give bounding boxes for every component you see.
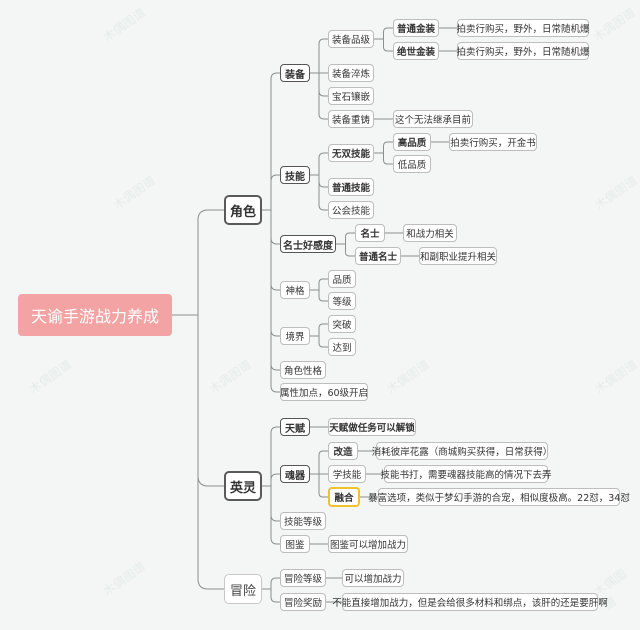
node-low-quality[interactable]: 低品质 [393,155,431,173]
connector-line [310,335,328,348]
node-equip-recast-note[interactable]: 这个无法继承目前 [393,110,473,128]
node-talent[interactable]: 天赋 [280,418,310,436]
node-realm[interactable]: 境界 [280,327,310,345]
node-attribute-points[interactable]: 属性加点，60级开启 [280,383,368,401]
connector-line [262,485,280,545]
node-normal-gold-set-source[interactable]: 拍卖行购买，野外，日常随机爆 [457,19,590,37]
node-normal-celebrity-note[interactable]: 和副职业提升相关 [419,247,497,265]
connector-line [172,314,224,590]
node-high-quality[interactable]: 高品质 [393,133,431,151]
node-soul-fusion-note[interactable]: 暴富选项，类似于梦幻手游的合宠，相似度极高。22怼，34怼 [368,488,630,506]
node-realm-reach[interactable]: 达到 [328,338,356,356]
connector-line [310,38,328,74]
root-topic[interactable]: 天谕手游战力养成 [18,294,172,336]
node-normal-gold-set[interactable]: 普通金装 [393,19,439,37]
connector-line [262,473,280,487]
node-talent-note[interactable]: 天赋做任务可以解锁 [328,418,416,436]
connector-line [336,243,355,257]
node-divinity-quality[interactable]: 品质 [328,270,356,288]
connector-line [310,473,328,498]
connector-line [310,323,328,337]
connector-line [310,278,328,291]
node-role-personality[interactable]: 角色性格 [280,361,326,379]
connector-line [262,577,280,590]
node-divinity[interactable]: 神格 [280,281,310,299]
node-soul-fusion[interactable]: 融合 [328,487,360,507]
node-soul-vessel[interactable]: 魂器 [280,465,310,483]
connector-line [310,174,328,211]
connector-line [310,72,328,120]
connector-line [310,450,328,475]
node-epic-gold-set-source[interactable]: 拍卖行购买，野外，日常随机爆 [457,42,590,60]
connector-line [262,588,280,603]
node-soul-improve[interactable]: 改造 [328,442,358,460]
node-celebrity-note[interactable]: 和战力相关 [403,224,457,242]
node-soul-improve-note[interactable]: 消耗彼岸花露（商城购买获得，日常获得） [372,442,552,460]
node-epic-gold-set[interactable]: 绝世金装 [393,42,439,60]
node-skill[interactable]: 技能 [280,166,310,184]
connector-line [262,174,280,211]
node-equip[interactable]: 装备 [280,64,310,82]
connector-line [374,152,393,165]
connector-line [262,209,280,393]
node-equip-temper[interactable]: 装备淬炼 [328,64,374,82]
node-atlas-note[interactable]: 图鉴可以增加战力 [328,535,408,553]
topic-adventure[interactable]: 冒险 [224,574,262,604]
node-equip-grade[interactable]: 装备品级 [328,30,374,48]
node-celebrity[interactable]: 名士 [355,224,385,242]
node-equip-recast[interactable]: 装备重铸 [328,110,374,128]
node-divinity-level[interactable]: 等级 [328,292,356,310]
node-skill-level[interactable]: 技能等级 [280,512,326,530]
topic-spirit[interactable]: 英灵 [224,471,262,501]
connector-line [374,27,393,40]
node-adventure-reward-note[interactable]: 不能直接增加战力，但是会给很多材料和绑点，该肝的还是要肝啊 [332,593,608,611]
node-high-quality-source[interactable]: 拍卖行购买，开金书 [449,133,537,151]
node-celebrity-favor[interactable]: 名士好感度 [280,235,336,253]
node-normal-celebrity[interactable]: 普通名士 [355,247,401,265]
node-adventure-level-note[interactable]: 可以增加战力 [342,569,404,587]
node-realm-breakthrough[interactable]: 突破 [328,315,356,333]
connector-line [374,141,393,154]
connector-line [336,232,355,245]
node-normal-skill[interactable]: 普通技能 [328,178,374,196]
node-atlas[interactable]: 图鉴 [280,535,310,553]
node-adventure-reward[interactable]: 冒险奖励 [280,593,326,611]
node-soul-learn-skill-note[interactable]: 技能书打，需要魂器技能高的情况下去弄 [381,465,552,483]
connector-line [374,38,393,52]
connector-line [310,152,328,176]
connector-line [310,289,328,302]
node-adventure-level[interactable]: 冒险等级 [280,569,326,587]
connector-line [262,72,280,211]
connector-line [262,426,280,487]
node-gem-inlay[interactable]: 宝石镶嵌 [328,87,374,105]
node-guild-skill[interactable]: 公会技能 [328,201,374,219]
node-wushuang-skill[interactable]: 无双技能 [328,144,374,162]
node-soul-learn-skill[interactable]: 学技能 [328,465,366,483]
connector-line [172,209,224,316]
topic-role[interactable]: 角色 [224,195,262,225]
